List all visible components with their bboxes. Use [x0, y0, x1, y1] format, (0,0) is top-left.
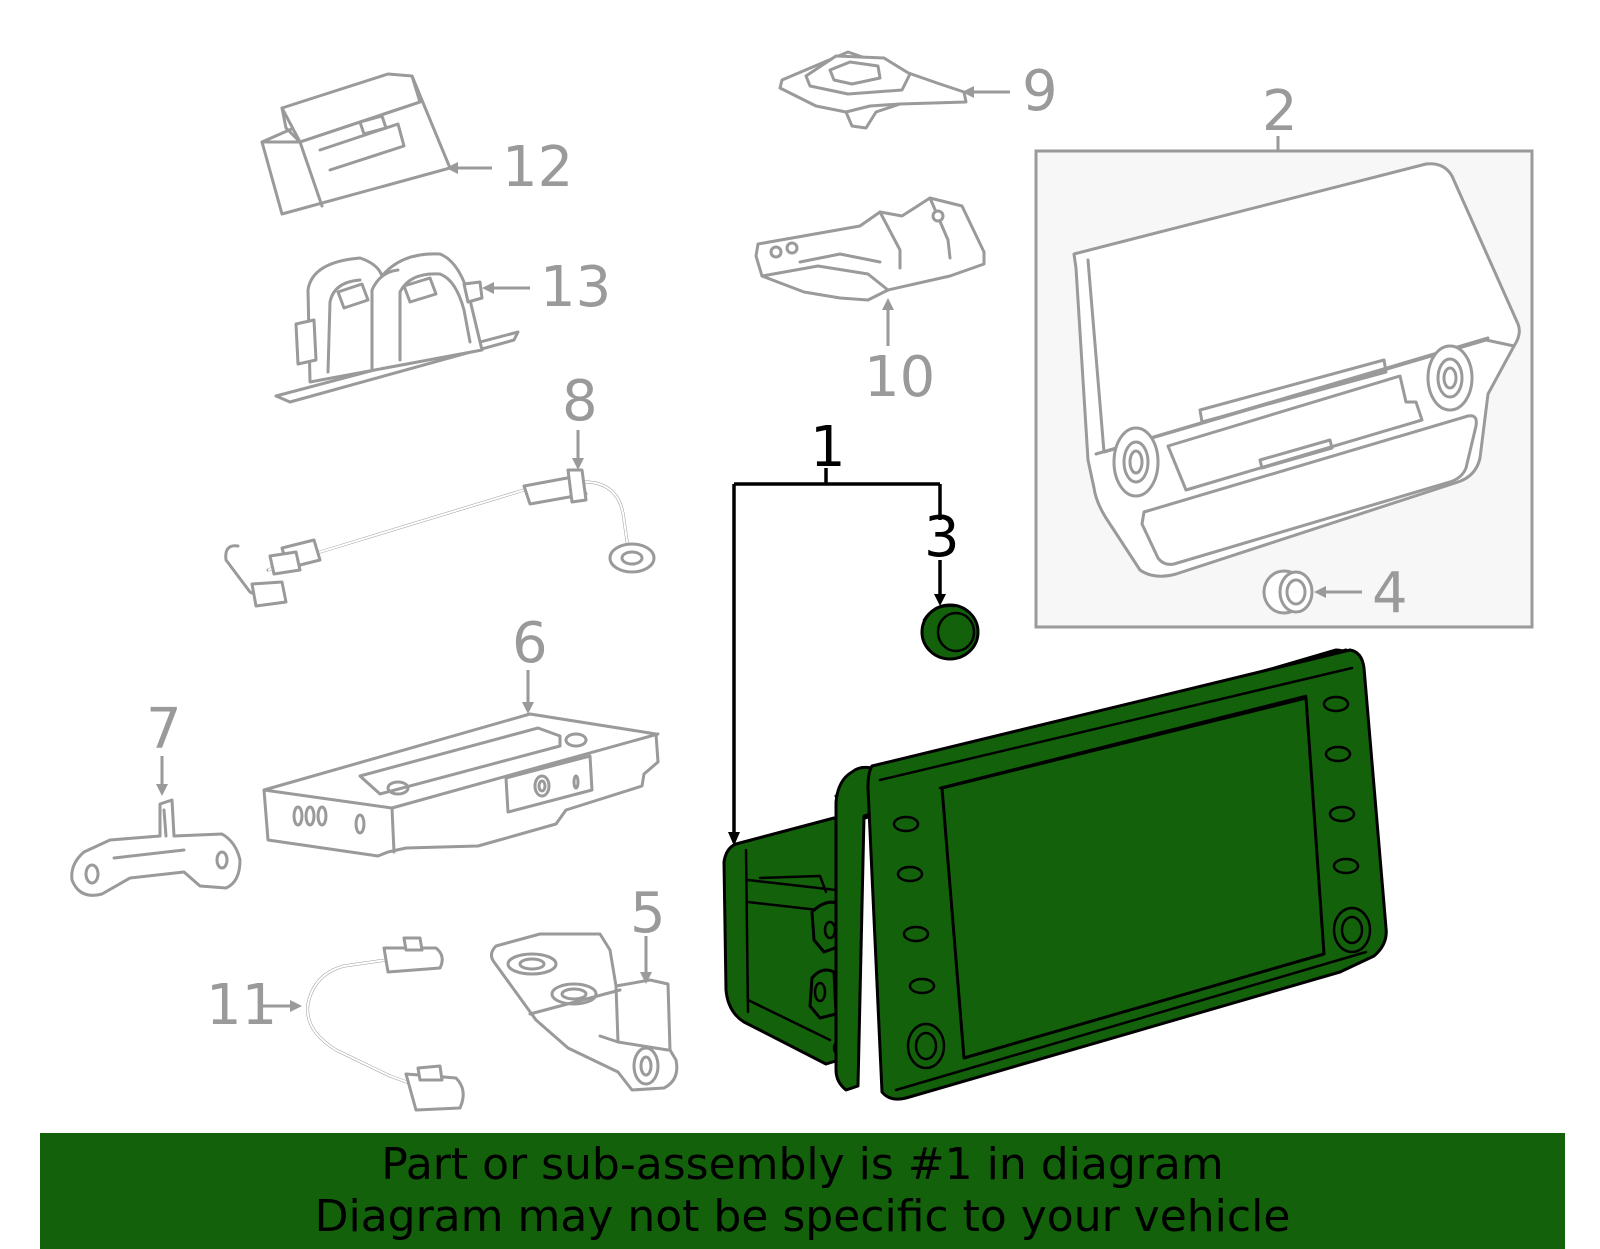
- part-10-bracket: [754, 196, 986, 302]
- part-8-cable: [224, 468, 656, 608]
- arrow-4: [1314, 586, 1326, 598]
- banner-line-2: Diagram may not be specific to your vehi…: [314, 1191, 1291, 1242]
- part-5-bracket: [489, 932, 679, 1092]
- callout-8: 8: [562, 369, 598, 434]
- callout-13: 13: [540, 255, 611, 320]
- arrow-5: [640, 972, 652, 984]
- leader-1: [732, 468, 942, 836]
- callout-7: 7: [146, 697, 182, 762]
- arrow-12: [446, 162, 458, 174]
- part-11-harness: [306, 936, 465, 1112]
- part-1-head-unit: [722, 648, 1388, 1101]
- callout-5: 5: [630, 881, 666, 946]
- arrow-13: [482, 282, 494, 294]
- part-9-clip: [778, 50, 968, 130]
- arrow-6: [522, 702, 534, 714]
- part-12-module: [260, 72, 452, 216]
- arrow-7: [156, 784, 168, 796]
- callout-10: 10: [864, 345, 935, 410]
- banner-line-1: Part or sub-assembly is #1 in diagram: [381, 1139, 1224, 1190]
- callout-11: 11: [206, 973, 277, 1038]
- arrow-1: [728, 832, 740, 846]
- arrow-11: [290, 1000, 302, 1012]
- info-banner: Part or sub-assembly is #1 in diagram Di…: [40, 1133, 1565, 1249]
- callout-3: 3: [924, 505, 960, 570]
- callout-6: 6: [512, 611, 548, 676]
- arrow-3: [934, 594, 946, 606]
- part-3-knob: [920, 603, 980, 661]
- part-2-bezel: [1072, 162, 1521, 578]
- arrow-10: [882, 298, 894, 310]
- arrow-8: [572, 458, 584, 470]
- part-13-housing: [274, 252, 520, 404]
- callout-4: 4: [1372, 561, 1408, 626]
- callout-9: 9: [1022, 59, 1058, 124]
- part-6-module: [262, 712, 660, 858]
- part-7-plate: [70, 798, 242, 897]
- callout-1: 1: [810, 415, 846, 480]
- parts-diagram: 12 13 9 10: [70, 50, 1534, 1112]
- part-4-knob: [1262, 569, 1314, 615]
- arrow-9: [962, 86, 974, 98]
- callout-12: 12: [502, 135, 573, 200]
- callout-2: 2: [1262, 79, 1298, 144]
